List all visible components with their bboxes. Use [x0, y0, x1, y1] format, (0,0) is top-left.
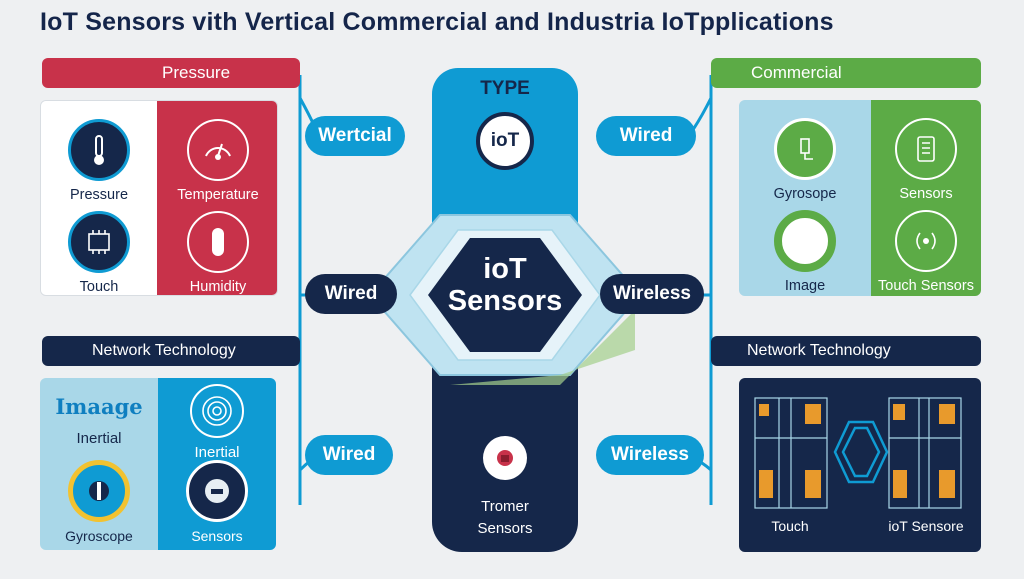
probe-icon — [774, 118, 836, 180]
sensor-inertial: Inertial — [162, 384, 272, 461]
gyroscope-icon — [68, 460, 130, 522]
bottom-sensor-label: Tromer Sensors — [432, 496, 578, 540]
gauge-icon — [187, 119, 249, 181]
sensor-label: Humidity — [189, 279, 247, 295]
iot-badge: ioT — [476, 112, 534, 170]
sensor-label: Inertial — [194, 444, 240, 461]
left-bottom-banner: Network Technology — [42, 336, 300, 366]
thermometer-icon — [68, 119, 130, 181]
iot-badge-text: ioT — [490, 130, 520, 151]
keypad-icon — [895, 118, 957, 180]
connector-right-mid: Wireless — [600, 274, 704, 314]
sensor-humidity: Humidity — [163, 211, 273, 295]
hexagon-title-line1: ioT — [483, 253, 527, 285]
connector-left-bottom: Wired — [305, 435, 393, 475]
sensor-label-iot-sensore: ioT Sensore — [888, 518, 964, 534]
sensor-gyrosope: Gyrosope — [750, 118, 860, 202]
connector-left-top: Wertcial — [305, 116, 405, 156]
type-label: TYPE — [480, 78, 530, 99]
right-bottom-banner-label: Network Technology — [747, 342, 891, 359]
sensor-label-touch-right: Touch — [771, 518, 809, 534]
sensor-sensors: Sensors — [162, 460, 272, 544]
sensor-pressure: Pressure — [44, 119, 154, 203]
page-title: IoT Sensors vith Vertical Commercial and… — [40, 8, 834, 36]
bottom-sensor-line2: Sensors — [477, 519, 533, 537]
sensor-label: Temperature — [177, 187, 259, 203]
sensor-label: Touch — [79, 279, 119, 295]
image-wordmark: Imaage — [55, 394, 143, 419]
bottom-sensor-line1: Tromer — [481, 498, 529, 515]
ring-icon — [774, 210, 836, 272]
right-top-banner-label: Commercial — [751, 63, 842, 82]
sensor-label: Image — [784, 278, 826, 294]
sensor-touch: Touch — [44, 211, 154, 295]
circuit-boards-icon — [754, 397, 962, 509]
connector-left-mid: Wired — [305, 274, 397, 314]
hexagon-title-line2: Sensors — [447, 284, 563, 317]
sensor-label: Touch Sensors — [878, 278, 974, 294]
sensor-label-inertial-left: Inertial — [76, 430, 122, 447]
signal-icon — [895, 210, 957, 272]
left-top-panel: Pressure Temperature Touch Humidity — [40, 100, 278, 296]
sensor-label: Gyroscope — [65, 528, 133, 544]
hexagon-title: ioT Sensors — [432, 253, 578, 318]
sensor-label: Pressure — [69, 187, 129, 203]
sensor-temperature: Temperature — [163, 119, 273, 203]
left-top-banner: Pressure — [42, 58, 300, 88]
left-top-banner-label: Pressure — [162, 63, 231, 82]
right-bottom-panel: Touch ioT Sensore — [739, 378, 981, 552]
connector-right-top: Wired — [596, 116, 696, 156]
sensor-touch-sensors: Touch Sensors — [871, 210, 981, 294]
sensor-label: Sensors — [899, 186, 953, 202]
sensor-label: Sensors — [191, 528, 243, 544]
sensor-gyroscope: Gyroscope — [44, 460, 154, 544]
sensor-sensors-right: Sensors — [871, 118, 981, 202]
right-top-banner: Commercial — [711, 58, 981, 88]
fingerprint-icon — [190, 384, 244, 438]
circuit-icon — [68, 211, 130, 273]
capsule-icon — [187, 211, 249, 273]
right-bottom-banner: Network Technology — [711, 336, 981, 366]
left-bottom-banner-label: Network Technology — [92, 342, 236, 359]
right-top-panel: Gyrosope Sensors Image Touch Sensors — [739, 100, 981, 296]
left-bottom-panel: Imaage Inertial Inertial Gyroscope Senso… — [40, 378, 276, 550]
connector-right-bottom: Wireless — [596, 435, 704, 475]
sensor-image: Image — [750, 210, 860, 294]
bottom-sensor-icon — [483, 436, 527, 480]
device-icon — [186, 460, 248, 522]
sensor-label: Gyrosope — [773, 186, 837, 202]
